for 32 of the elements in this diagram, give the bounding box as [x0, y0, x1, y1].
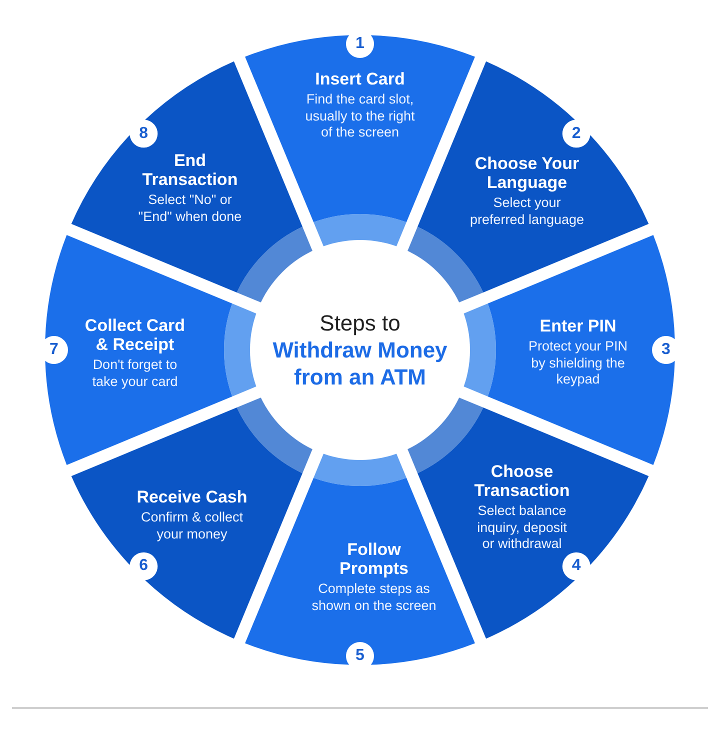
- step-description: Select "No" or "End" when done: [137, 192, 243, 225]
- step-number: 3: [660, 341, 672, 359]
- step-segment: [45, 235, 233, 465]
- step-description: Confirm & collect your money: [140, 510, 244, 542]
- step-heading: Follow Prompts: [338, 540, 410, 578]
- step-segment: [71, 407, 303, 639]
- step-description: Select balance inquiry, deposit or withdrawal: [476, 502, 568, 552]
- step-heading: Choose Your Language: [474, 154, 580, 192]
- step-description: Don't forget to take your card: [91, 357, 179, 390]
- step-number: 6: [138, 557, 150, 576]
- step-heading: Choose Transaction: [473, 462, 571, 500]
- step-heading: Enter PIN: [538, 316, 618, 336]
- step-heading: Collect Card & Receipt: [84, 316, 186, 354]
- step-segment: [487, 235, 675, 465]
- center-title: Steps to Withdraw Money from an ATM: [272, 310, 448, 390]
- step-segment: [417, 61, 649, 293]
- step-number: 4: [570, 557, 582, 576]
- step-description: Select your preferred language: [468, 195, 586, 228]
- step-number: 2: [570, 124, 582, 143]
- step-heading: Insert Card: [314, 69, 406, 88]
- step-segment: [245, 477, 475, 665]
- step-number: 8: [138, 124, 150, 143]
- step-heading: Receive Cash: [136, 488, 248, 506]
- step-segment: [71, 61, 303, 293]
- step-number: 1: [354, 35, 366, 53]
- step-number: 5: [354, 647, 366, 665]
- title-circle: [250, 240, 470, 460]
- step-description: Find the card slot, usually to the right of the screen: [304, 91, 416, 141]
- step-number: 7: [48, 341, 60, 359]
- step-description: Complete steps as shown on the screen: [310, 581, 438, 614]
- step-heading: End Transaction: [141, 151, 239, 189]
- step-description: Protect your PIN by shielding the keypad: [527, 338, 629, 388]
